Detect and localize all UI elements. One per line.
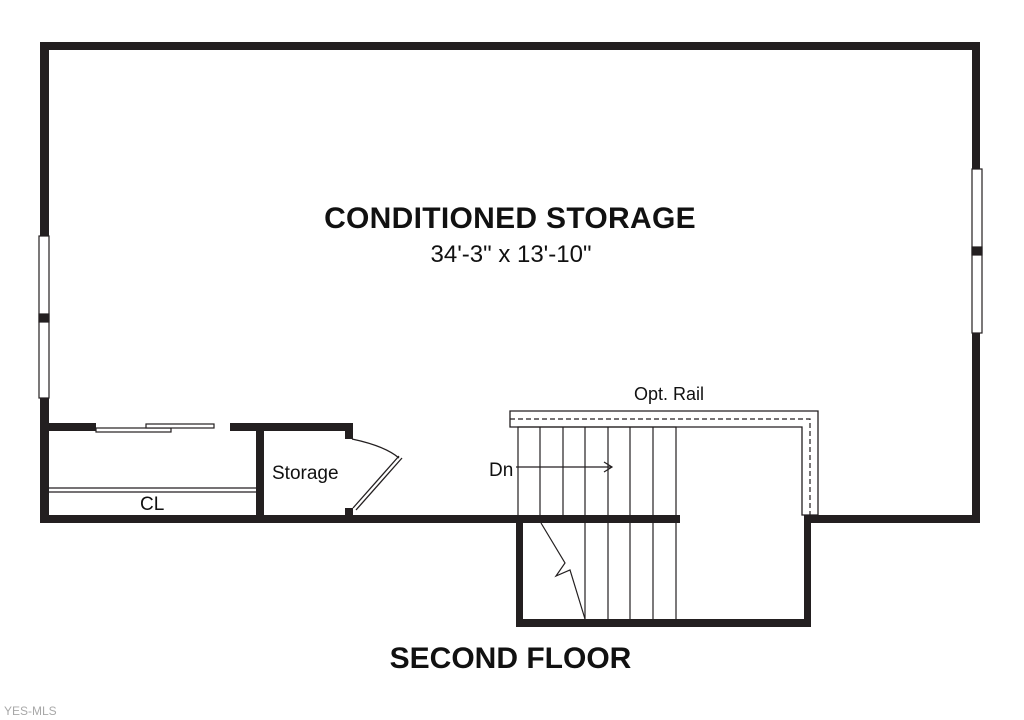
stair-lower (540, 522, 677, 620)
closet-label: CL (140, 494, 165, 515)
wall-top (40, 42, 980, 50)
wall-storage-right-top (345, 423, 353, 439)
closet-sliding-doors (95, 423, 215, 433)
wall-bumpout-right (804, 515, 811, 627)
wall-bottom-left (40, 515, 680, 523)
wall-storage-right-bottom (345, 508, 353, 523)
closet-shelf (49, 487, 256, 493)
optional-rail (509, 410, 819, 516)
stair-upper (517, 426, 677, 518)
wall-closet-divider (256, 423, 264, 523)
window-left (38, 235, 50, 399)
stair-landing-rail (518, 515, 680, 523)
wall-bumpout-left (516, 515, 523, 627)
rail-label: Opt. Rail (634, 384, 705, 404)
wall-closet-top-b (230, 423, 352, 431)
room-dimensions: 34'-3" x 13'-10" (430, 241, 592, 268)
stair-arrow (516, 461, 614, 473)
storage-label: Storage (272, 463, 339, 484)
room-name: CONDITIONED STORAGE (324, 202, 696, 235)
wall-bottom-right (804, 515, 980, 523)
wall-closet-top-a (40, 423, 96, 431)
floor-title: SECOND FLOOR (389, 642, 632, 675)
watermark: YES-MLS (4, 704, 57, 718)
stair-down-label: Dn (489, 460, 514, 481)
wall-bumpout-bottom (516, 619, 811, 627)
window-right (971, 168, 983, 334)
storage-door (351, 438, 403, 511)
